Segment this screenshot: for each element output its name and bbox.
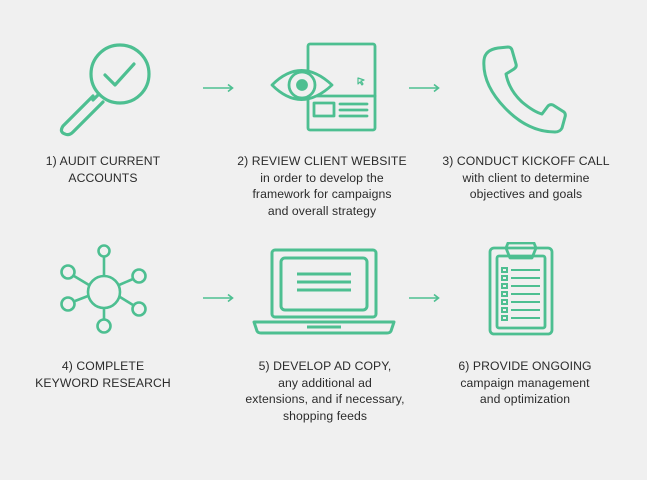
step-2-heading: 2) REVIEW CLIENT WEBSITE (237, 154, 407, 168)
step-4-caption: 4) COMPLETE KEYWORD RESEARCH (3, 358, 203, 391)
arrow-4-5-icon (203, 290, 235, 308)
step-2-caption: 2) REVIEW CLIENT WEBSITE in order to dev… (222, 153, 422, 219)
step-5-heading: 5) DEVELOP AD COPY, (258, 359, 392, 373)
eye-website-icon (268, 40, 388, 134)
step-6-body-2: and optimization (479, 392, 571, 406)
step-6-heading: 6) PROVIDE ONGOING (458, 359, 592, 373)
step-1-heading-2: ACCOUNTS (68, 170, 138, 185)
arrow-2-3-icon (409, 80, 441, 98)
step-4-heading-2: KEYWORD RESEARCH (35, 375, 171, 390)
clipboard-list-icon (486, 242, 558, 338)
step-6-body-1: campaign management (460, 375, 590, 390)
step-3-heading: 3) CONDUCT KICKOFF CALL (442, 154, 610, 168)
arrow-1-2-icon (203, 80, 235, 98)
step-4-heading: 4) COMPLETE (61, 359, 145, 373)
step-2-body-1: in order to develop the (260, 170, 384, 185)
network-nodes-icon (55, 242, 155, 336)
step-1-caption: 1) AUDIT CURRENT ACCOUNTS (3, 153, 203, 186)
step-5-body-2: extensions, and if necessary, (245, 392, 405, 406)
step-2-body-2: framework for campaigns (252, 187, 392, 201)
step-2-body-3: and overall strategy (267, 203, 377, 218)
step-1-heading: 1) AUDIT CURRENT (45, 154, 161, 168)
step-3-body-2: objectives and goals (469, 187, 583, 201)
step-5-caption: 5) DEVELOP AD COPY, any additional ad ex… (225, 358, 425, 424)
phone-icon (478, 42, 568, 138)
laptop-icon (251, 246, 397, 338)
magnifier-check-icon (55, 38, 165, 138)
step-3-body-1: with client to determine (462, 170, 590, 185)
step-5-body-1: any additional ad (278, 375, 372, 390)
step-5-body-3: shopping feeds (282, 408, 368, 423)
step-6-caption: 6) PROVIDE ONGOING campaign management a… (425, 358, 625, 408)
step-3-caption: 3) CONDUCT KICKOFF CALL with client to d… (426, 153, 626, 203)
arrow-5-6-icon (409, 290, 441, 308)
